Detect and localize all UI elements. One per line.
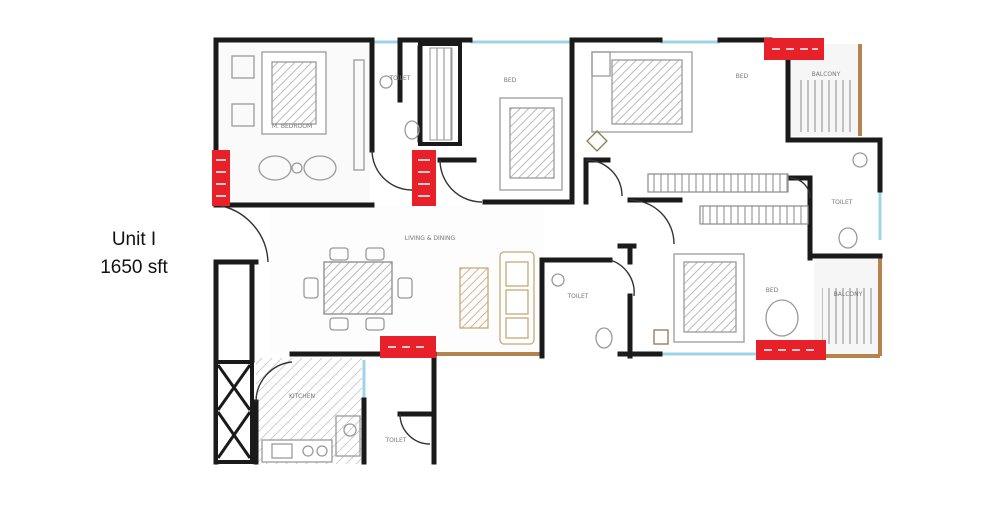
sofa <box>499 251 535 345</box>
wash-basin <box>852 152 868 168</box>
red-markers <box>212 38 826 360</box>
counter <box>261 439 333 463</box>
room-label-master-bedroom: M. BEDROOM <box>272 123 312 130</box>
room-label-toilet-3: TOILET <box>567 293 589 300</box>
unit-area: 1650 sft <box>100 257 168 278</box>
room-label-balcony-2: BALCONY <box>834 291 863 298</box>
marker-pattern <box>418 159 430 197</box>
nightstand <box>591 51 611 77</box>
dining-table <box>323 261 393 315</box>
wc <box>838 227 858 249</box>
wash-basin <box>379 75 393 89</box>
stair-cross <box>216 364 252 459</box>
dining-chair <box>397 277 413 299</box>
marker <box>212 150 230 206</box>
dining-chair <box>365 247 385 261</box>
marker <box>412 150 436 206</box>
armchair <box>765 299 799 337</box>
stair-block <box>214 42 462 464</box>
bed-mattress <box>683 261 737 333</box>
sink <box>271 443 293 459</box>
wardrobes <box>647 173 809 225</box>
bed-mattress <box>271 61 317 125</box>
bed-2 <box>591 51 693 133</box>
balcony-railings <box>434 44 882 358</box>
dining-chair <box>329 247 349 261</box>
armchair <box>303 155 337 181</box>
bed-3 <box>673 253 799 343</box>
door-swing <box>585 159 623 197</box>
toilet-fixtures <box>335 75 868 457</box>
unit-name: Unit I <box>111 229 157 250</box>
living-dining-floor <box>270 205 545 353</box>
stove <box>316 445 328 457</box>
room-label-toilet-1: TOILET <box>389 75 411 82</box>
shaft <box>418 42 462 146</box>
room-label-toilet-4: TOILET <box>385 437 407 444</box>
marker-dots <box>216 48 818 351</box>
dining-chair <box>303 277 319 299</box>
marker <box>756 340 826 360</box>
doors <box>215 149 811 445</box>
room-label-bedroom-3: BED <box>766 287 779 294</box>
coffee-table <box>459 267 489 329</box>
room-label-toilet-2: TOILET <box>831 199 853 206</box>
wardrobe <box>699 205 809 225</box>
door-swing <box>439 159 483 203</box>
door-swing <box>255 361 293 403</box>
bed-1 <box>499 97 563 191</box>
stove <box>302 445 314 457</box>
room-label-living-dining: LIVING & DINING <box>405 235 456 242</box>
balcony-bottom-railing <box>822 288 874 344</box>
living-sofa <box>459 251 535 345</box>
wc <box>404 120 420 140</box>
door-swing <box>399 413 431 445</box>
door-swing <box>789 177 811 199</box>
balcony-top-railing <box>796 80 854 132</box>
door-swing <box>609 259 635 297</box>
room-label-balcony-1: BALCONY <box>812 71 841 78</box>
nightstand <box>231 55 255 79</box>
wardrobe <box>647 173 789 193</box>
dining-chair <box>365 317 385 331</box>
toilet-cubicle <box>335 415 361 457</box>
nightstand <box>231 103 255 127</box>
wardrobe-strip <box>353 59 365 171</box>
room-label-bedroom-2: BED <box>736 73 749 80</box>
room-labels: M. BEDROOM BED BED BED LIVING & DINING K… <box>272 71 863 444</box>
bed-mattress <box>611 59 683 125</box>
stair-frame <box>214 360 254 464</box>
pooja-unit <box>586 130 608 152</box>
dining-chair <box>329 317 349 331</box>
sofa-cushion <box>505 317 529 339</box>
kitchen-counter <box>261 439 333 463</box>
unit-label: Unit I 1650 sft <box>74 226 194 282</box>
door-swing <box>629 199 675 245</box>
windows <box>362 40 882 400</box>
wash-basin <box>551 273 565 287</box>
pooja-units <box>586 130 669 345</box>
sofa-cushion <box>505 289 529 315</box>
sofa-cushion <box>505 261 529 287</box>
room-label-kitchen: KITCHEN <box>289 393 315 400</box>
door-swing <box>215 204 269 263</box>
armchair <box>258 155 292 181</box>
furniture <box>231 51 868 463</box>
wc <box>595 327 613 349</box>
dining-set <box>303 247 413 331</box>
marker-pattern <box>216 159 226 197</box>
bed-mattress <box>509 107 555 179</box>
side-table <box>291 162 303 174</box>
wash-basin <box>343 423 357 437</box>
pooja-unit <box>653 329 669 345</box>
room-label-bedroom-1: BED <box>504 77 517 84</box>
shaft-fill <box>429 47 453 141</box>
door-swing <box>371 149 413 191</box>
master-bed <box>231 51 365 181</box>
